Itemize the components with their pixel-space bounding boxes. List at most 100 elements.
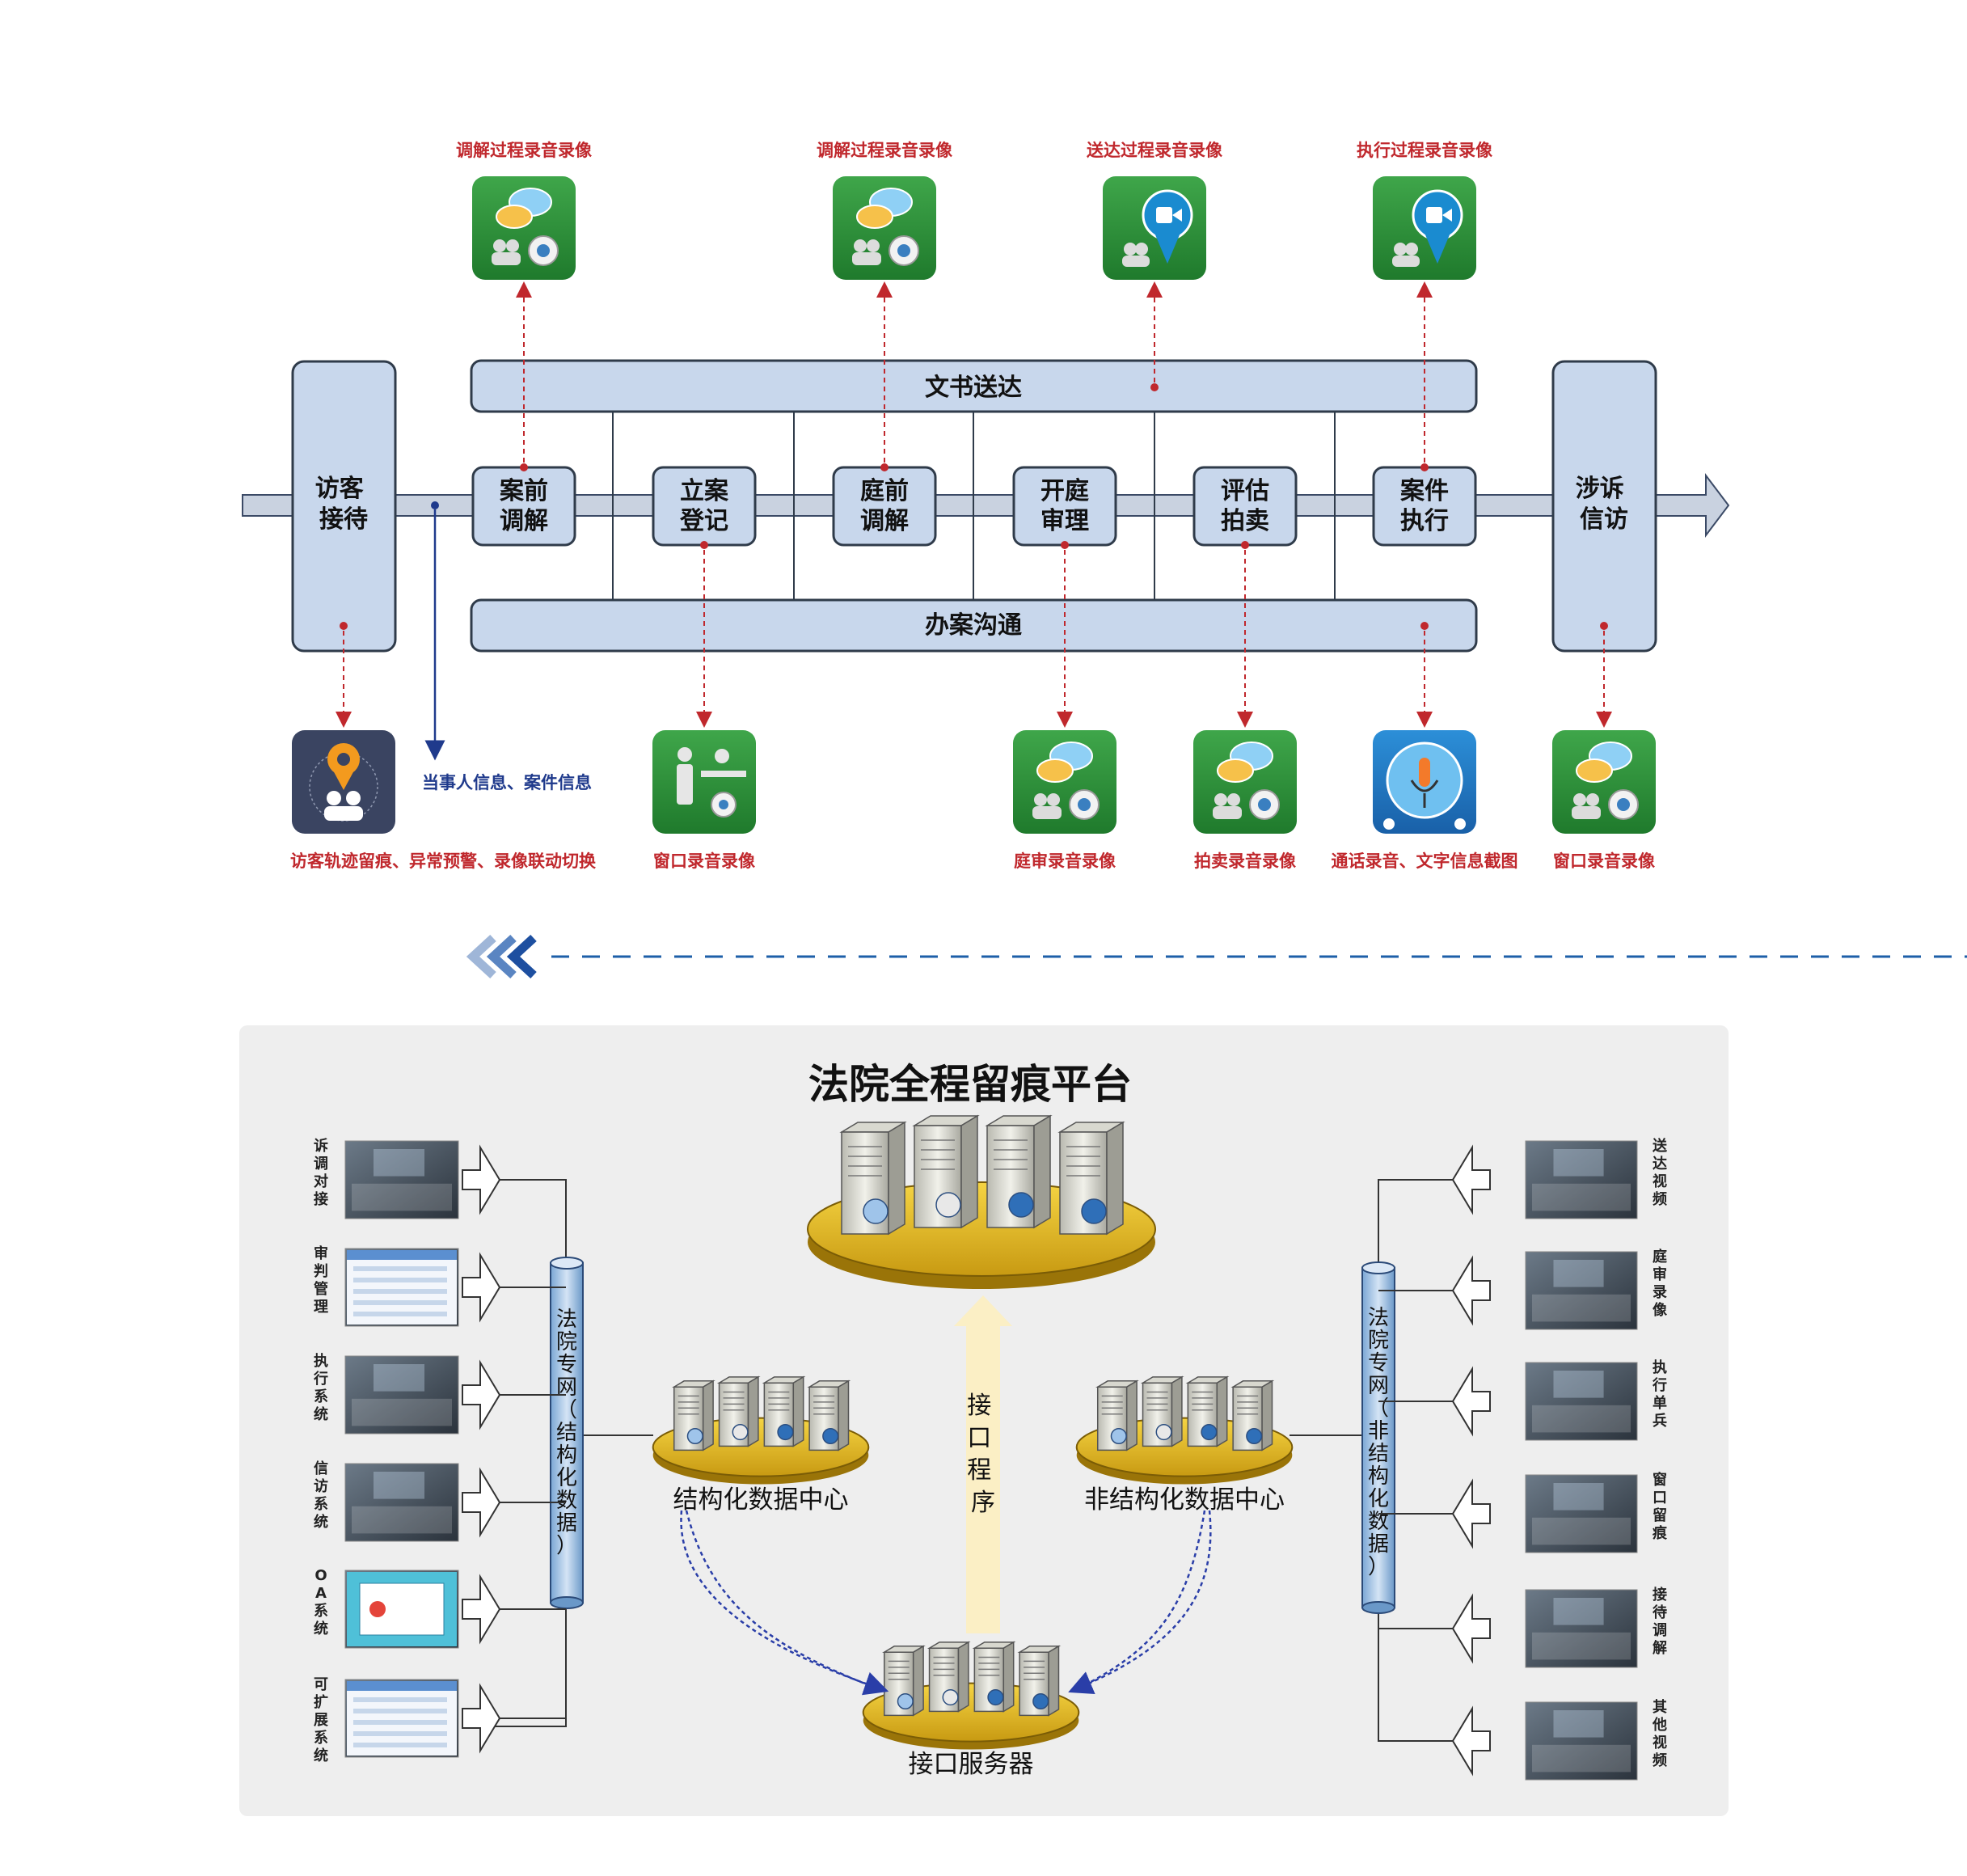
chat-camera-icon bbox=[1552, 730, 1656, 834]
bar-connectors bbox=[612, 412, 1336, 600]
system-label: 执行系统 bbox=[313, 1352, 328, 1423]
recording-label: 调解过程录音录像 bbox=[456, 141, 593, 160]
network-icon bbox=[1081, 1198, 1107, 1224]
database-icon bbox=[1110, 1427, 1127, 1445]
person-icon bbox=[1135, 243, 1148, 256]
speech-bubble-icon bbox=[496, 205, 533, 229]
origin-dot bbox=[700, 541, 708, 549]
server-icon bbox=[1140, 1375, 1184, 1447]
video-location-icon bbox=[1373, 176, 1476, 280]
chat-camera-icon bbox=[1013, 730, 1116, 834]
delivery-photo bbox=[1525, 1140, 1638, 1219]
left-system-item: 审判管理 bbox=[314, 1244, 566, 1327]
origin-dot bbox=[1061, 541, 1069, 549]
person-icon bbox=[1394, 243, 1407, 256]
video-camera-icon bbox=[1156, 207, 1172, 223]
left-pipe-label: 法院专网（结构化数据） bbox=[556, 1308, 577, 1558]
location-pin-hole-icon bbox=[337, 753, 350, 766]
stage-label: 庭前调解 bbox=[860, 477, 909, 535]
hollow-arrow-icon bbox=[462, 1574, 501, 1645]
recording-label: 拍卖录音录像 bbox=[1194, 851, 1297, 871]
system-label: 送达视频 bbox=[1652, 1137, 1668, 1208]
chat-camera-icon bbox=[1193, 730, 1297, 834]
chevron-3-icon bbox=[506, 934, 537, 979]
left-system-item: 诉调对接 bbox=[314, 1137, 566, 1219]
party-info-label: 当事人信息、案件信息 bbox=[422, 773, 592, 792]
party-info-dot bbox=[431, 501, 439, 509]
person-icon bbox=[327, 791, 341, 805]
flow-arrow bbox=[1451, 1593, 1491, 1664]
chat-camera-icon bbox=[833, 176, 936, 280]
right-system-item: 其他视频 bbox=[1378, 1699, 1667, 1781]
flow-arrow bbox=[462, 1467, 501, 1538]
location-pin-tip-icon bbox=[332, 769, 355, 790]
oa-login-screenshot bbox=[344, 1570, 459, 1649]
system-label: 审判管理 bbox=[314, 1244, 328, 1316]
recording-label: 送达过程录音录像 bbox=[1087, 141, 1223, 160]
field-device-photo bbox=[1525, 1362, 1638, 1441]
globe-icon bbox=[1201, 1423, 1218, 1441]
person-icon bbox=[1586, 793, 1599, 806]
server-icon bbox=[985, 1114, 1053, 1229]
interface-program-char-4: 序 bbox=[971, 1489, 995, 1517]
hollow-arrow-icon bbox=[1451, 1366, 1491, 1437]
server-icon bbox=[839, 1121, 907, 1236]
stage-label: 立案登记 bbox=[679, 477, 729, 535]
recording-label: 通话录音、文字信息截图 bbox=[1332, 851, 1518, 871]
person-icon bbox=[1227, 793, 1240, 806]
mediation-photo bbox=[1525, 1589, 1638, 1668]
network-icon bbox=[1246, 1427, 1263, 1445]
webcam-lens-icon bbox=[1258, 798, 1271, 811]
chevron-1-icon bbox=[466, 934, 496, 979]
stage-box: 立案登记 bbox=[652, 466, 757, 547]
hollow-arrow-icon bbox=[1451, 1705, 1491, 1777]
record-button-icon bbox=[1383, 818, 1395, 830]
hollow-arrow-icon bbox=[1451, 1593, 1491, 1664]
structured-server-cluster bbox=[652, 1375, 870, 1485]
office-hall-photo bbox=[344, 1463, 459, 1542]
petition-line-2: 信访 bbox=[1580, 505, 1628, 534]
stage-box: 案件执行 bbox=[1372, 466, 1477, 547]
bottom-recording-item: 窗口录音录像 bbox=[652, 541, 756, 871]
unstructured-to-server-arrow-2 bbox=[1074, 1510, 1206, 1692]
top-recording-item: 调解过程录音录像 bbox=[817, 141, 953, 471]
section-separator bbox=[466, 934, 1967, 979]
person-icon bbox=[346, 791, 361, 805]
speech-bubble-icon bbox=[856, 205, 893, 229]
bottom-recording-item: 通话录音、文字信息截图 bbox=[1332, 622, 1518, 871]
bottom-recording-item: 窗口录音录像 bbox=[1552, 622, 1656, 871]
interface-server-label: 接口服务器 bbox=[909, 1750, 1034, 1779]
system-label: 窗口留痕 bbox=[1652, 1471, 1668, 1542]
petition-label: 涉诉 信访 bbox=[1576, 475, 1632, 534]
recording-label: 访客轨迹留痕、异常预警、录像联动切换 bbox=[290, 851, 597, 871]
person-body-icon bbox=[677, 764, 693, 805]
person-icon bbox=[1214, 793, 1227, 806]
database-icon bbox=[863, 1198, 889, 1224]
server-icon bbox=[672, 1380, 715, 1451]
right-system-item: 执行单兵 bbox=[1378, 1358, 1667, 1441]
unstructured-to-server-arrow bbox=[1068, 1510, 1212, 1694]
interface-program-char-3: 程 bbox=[967, 1456, 991, 1485]
hollow-arrow-icon bbox=[462, 1252, 501, 1323]
people-body-icon bbox=[1392, 256, 1420, 267]
globe-icon bbox=[987, 1688, 1004, 1706]
origin-dot bbox=[1150, 383, 1159, 391]
flow-arrow bbox=[1451, 1144, 1491, 1215]
microphone-call-icon bbox=[1373, 730, 1476, 834]
person-icon bbox=[1573, 793, 1586, 806]
hollow-arrow-icon bbox=[462, 1144, 501, 1215]
microphone-icon bbox=[1419, 758, 1430, 787]
top-recording-item: 送达过程录音录像 bbox=[1087, 141, 1223, 391]
video-camera-lens-icon bbox=[1172, 209, 1182, 222]
visitor-reception-label: 访客 接待 bbox=[315, 475, 372, 534]
webcam-lens-icon bbox=[1617, 798, 1630, 811]
unstructured-server-cluster bbox=[1075, 1375, 1294, 1485]
service-window-photo bbox=[1525, 1474, 1638, 1553]
system-label: 诉调对接 bbox=[314, 1137, 328, 1208]
location-pin-tip-icon bbox=[1425, 233, 1450, 264]
speech-bubble-icon bbox=[1036, 758, 1074, 783]
counter-desk-icon bbox=[701, 771, 746, 777]
